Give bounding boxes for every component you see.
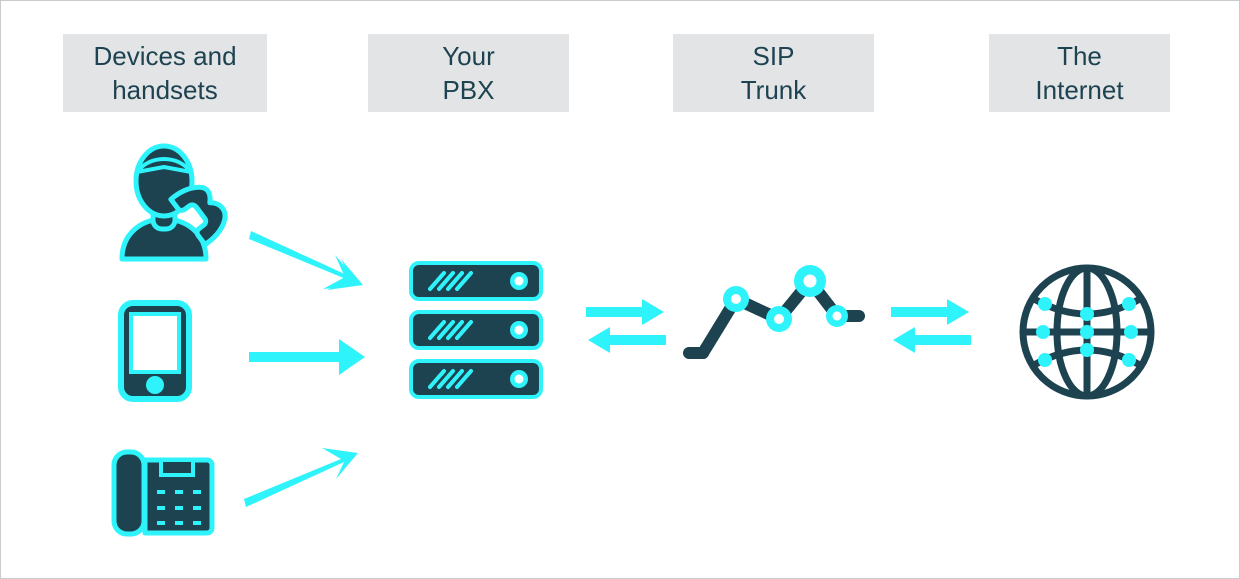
bidirectional-arrows-sip-internet-icon — [891, 299, 971, 353]
column-label-sip: SIP Trunk — [673, 34, 874, 112]
bidirectional-arrows-pbx-sip-icon — [586, 299, 666, 353]
desk-phone-icon — [109, 445, 215, 541]
line-chart-icon — [679, 259, 869, 361]
server-stack-icon — [406, 259, 546, 401]
globe-network-icon — [1014, 259, 1160, 405]
column-label-devices: Devices and handsets — [63, 34, 267, 112]
mobile-phone-icon — [116, 299, 194, 403]
arrow-devices-to-pbx-3-icon — [244, 447, 364, 509]
column-label-internet: The Internet — [989, 34, 1170, 112]
person-with-phone-icon — [104, 141, 244, 271]
arrow-devices-to-pbx-1-icon — [249, 229, 367, 293]
arrow-devices-to-pbx-2-icon — [249, 335, 367, 379]
column-label-pbx: Your PBX — [368, 34, 569, 112]
